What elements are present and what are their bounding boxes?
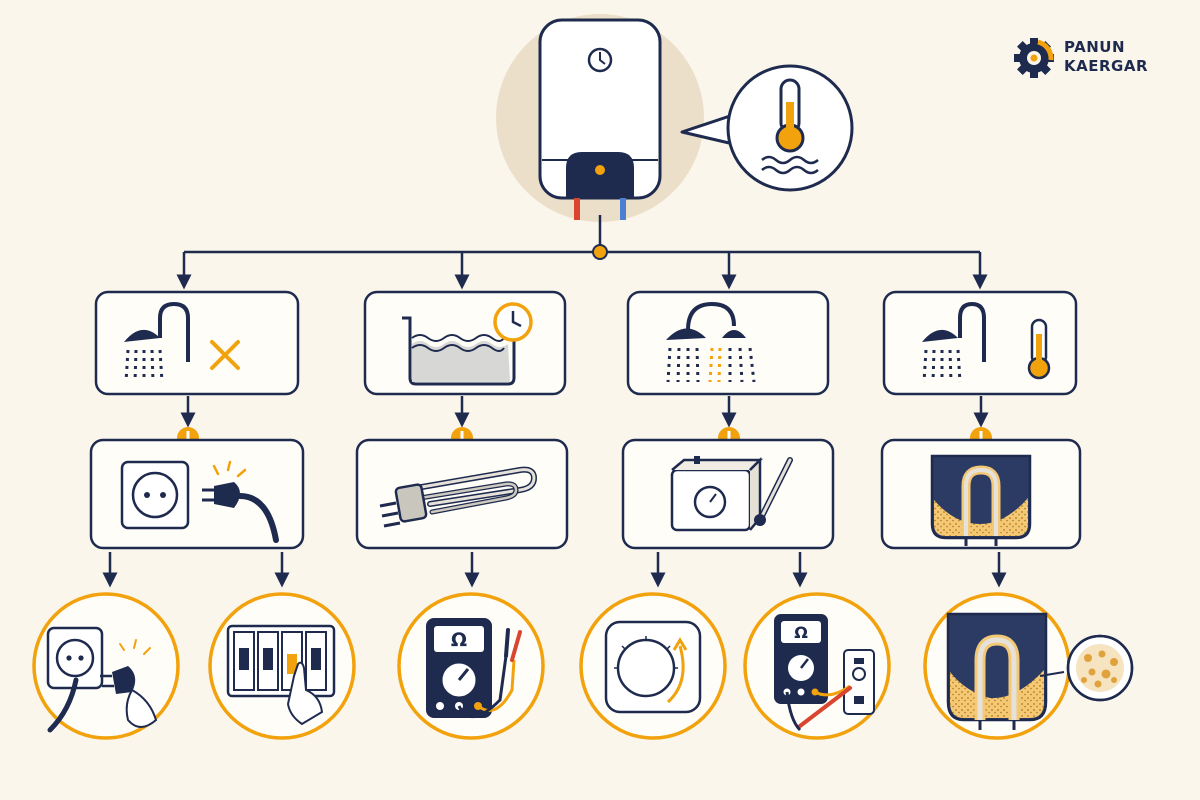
fix-circle-3: Ω: [397, 592, 545, 740]
symptom-to-cause-arrows: [180, 396, 989, 428]
thermostat-dial-adjust-icon: [604, 620, 702, 714]
gear-logo-icon: [1014, 38, 1054, 78]
multimeter-thermostat-test-icon: Ω: [774, 614, 875, 732]
thermometer-water-icon: [680, 64, 854, 192]
shower-lukewarm-water-icon: [666, 301, 756, 383]
thermostat-icon: [670, 456, 793, 532]
svg-text:Ω: Ω: [794, 623, 808, 642]
scale-buildup-zoom-icon: [946, 612, 1134, 730]
fix-circle-4: [579, 592, 727, 740]
symptom-box-2: [363, 290, 567, 396]
fix-circle-5: Ω: [743, 592, 891, 740]
cause-box-1: [89, 438, 305, 550]
fix-circle-2: [208, 592, 356, 740]
svg-text:Ω: Ω: [451, 629, 467, 651]
brand-line-2: KAERGAR: [1064, 57, 1149, 75]
shower-overheating-icon: [922, 301, 1051, 383]
cause-box-3: [621, 438, 835, 550]
brand-logo-text: PANUN KAERGAR: [1064, 38, 1148, 76]
cause-box-2: [355, 438, 569, 550]
heating-element-icon: [379, 466, 538, 528]
fix-circle-1: [32, 592, 180, 740]
slow-heating-tank-icon: [402, 302, 533, 386]
brand-line-1: PANUN: [1064, 38, 1126, 56]
shower-no-water-icon: [124, 301, 240, 383]
plug-in-socket-icon: [46, 626, 158, 733]
fix-circle-6: [923, 592, 1134, 740]
root-connectors: [176, 215, 988, 290]
water-heater-icon: [496, 14, 704, 222]
circuit-breaker-switch-icon: [226, 624, 336, 726]
scaled-heating-element-icon: [930, 454, 1032, 546]
symptom-box-1: [94, 290, 300, 396]
cause-box-4: [880, 438, 1082, 550]
symptom-box-4: [882, 290, 1078, 396]
socket-unplugged-icon: [120, 460, 279, 543]
multimeter-ohm-icon: Ω: [426, 618, 522, 718]
cause-to-fix-arrows: [102, 552, 1007, 588]
junction-dot: [592, 244, 608, 260]
symptom-box-3: [626, 290, 830, 396]
